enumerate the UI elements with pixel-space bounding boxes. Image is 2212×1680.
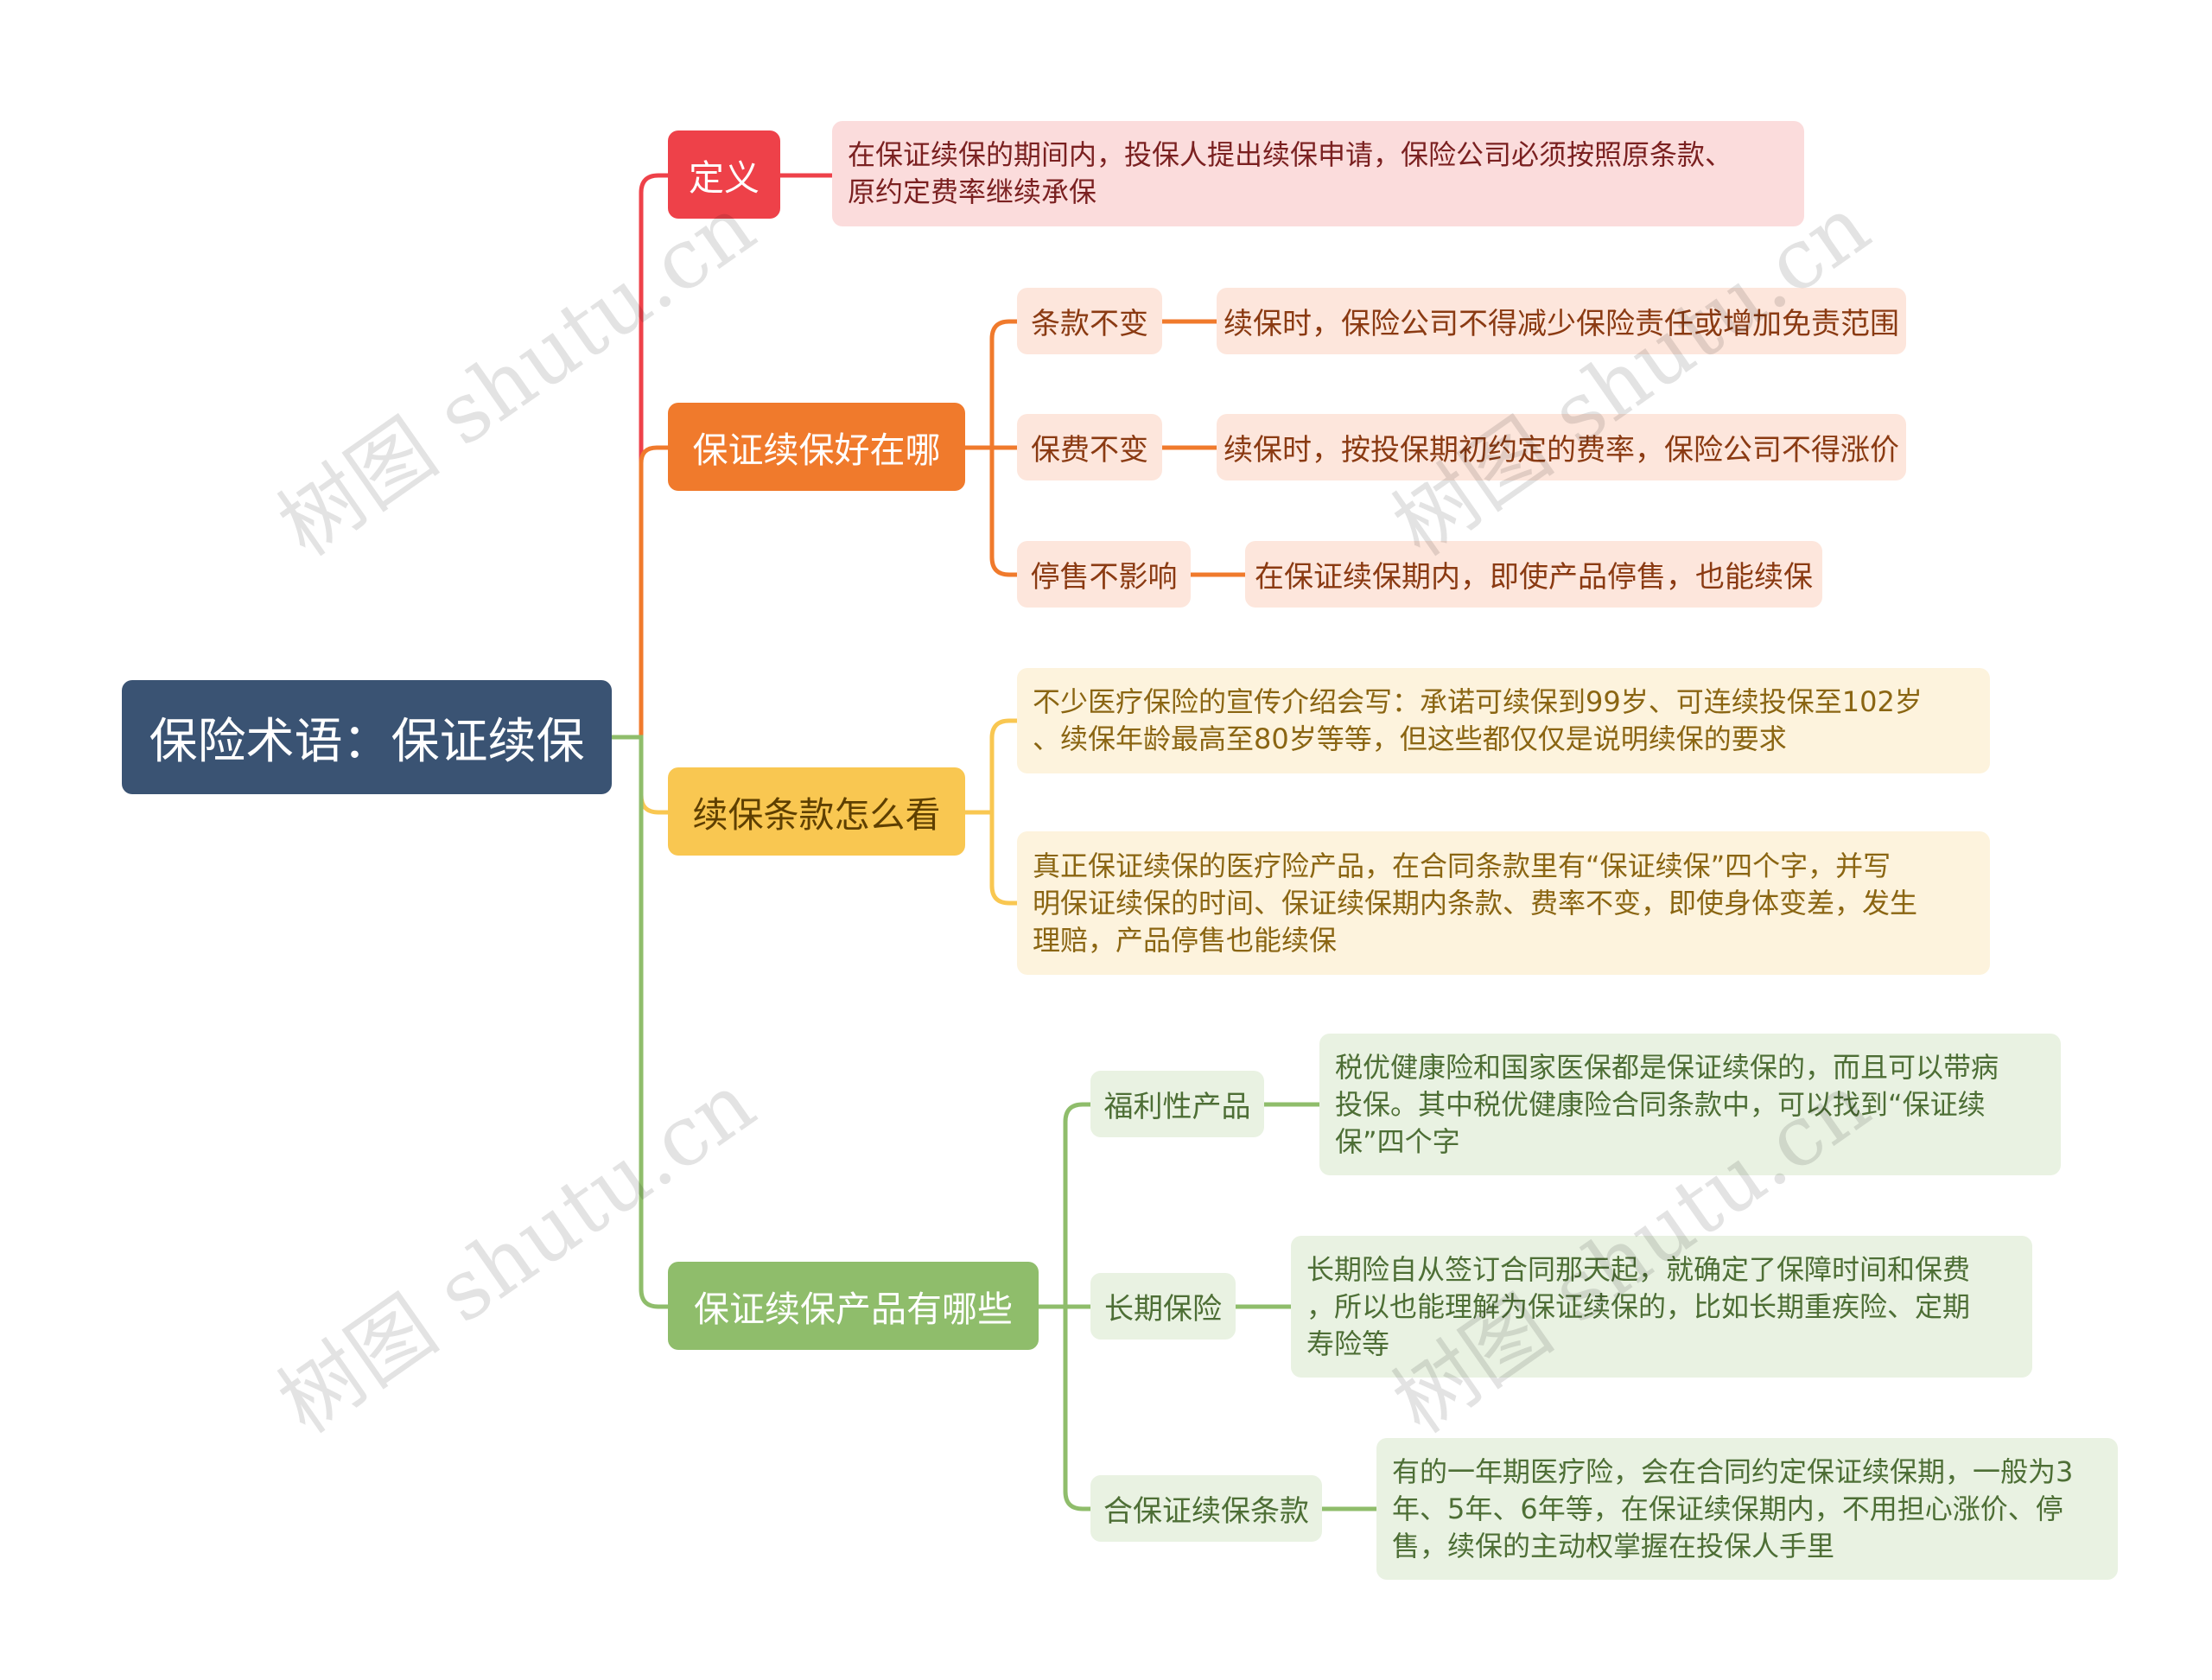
link-howto-1: [989, 718, 1020, 815]
benefit-item-discontinued-detail[interactable]: 在保证续保期内，即使产品停售，也能续保: [1245, 541, 1822, 608]
branch-how-to-read[interactable]: 续保条款怎么看: [668, 767, 965, 856]
how-to-read-item-1[interactable]: 不少医疗保险的宣传介绍会写：承诺可续保到99岁、可连续投保至102岁 、续保年龄…: [1017, 668, 1990, 773]
link-benefits-3: [989, 445, 1020, 577]
how-to-read-item-2[interactable]: 真正保证续保的医疗险产品，在合同条款里有“保证续保”四个字，并写 明保证续保的时…: [1017, 831, 1990, 975]
branch-products[interactable]: 保证续保产品有哪些: [668, 1262, 1039, 1350]
link-benefits-1: [989, 319, 1020, 450]
link-howto-2: [989, 810, 1020, 906]
product-item-welfare-detail[interactable]: 税优健康险和国家医保都是保证续保的，而且可以带病 投保。其中税优健康险合同条款中…: [1319, 1034, 2061, 1175]
link-root-definition: [609, 173, 671, 740]
benefit-item-premium[interactable]: 保费不变: [1017, 414, 1162, 480]
branch-benefits[interactable]: 保证续保好在哪: [668, 403, 965, 491]
link-root-howto: [639, 735, 671, 815]
benefit-item-terms-detail[interactable]: 续保时，保险公司不得减少保险责任或增加免责范围: [1217, 288, 1906, 354]
link-root-benefits: [639, 445, 671, 740]
root-topic[interactable]: 保险术语：保证续保: [122, 680, 612, 794]
product-item-longterm-detail[interactable]: 长期险自从签订合同那天起，就确定了保障时间和保费 ，所以也能理解为保证续保的，比…: [1291, 1236, 2032, 1378]
definition-detail[interactable]: 在保证续保的期间内，投保人提出续保申请，保险公司必须按照原条款、 原约定费率继续…: [832, 121, 1804, 226]
link-root-products: [609, 735, 671, 1309]
benefit-item-premium-detail[interactable]: 续保时，按投保期初约定的费率，保险公司不得涨价: [1217, 414, 1906, 480]
link-products-3: [1063, 1304, 1093, 1511]
product-item-longterm[interactable]: 长期保险: [1090, 1273, 1236, 1340]
benefit-item-discontinued[interactable]: 停售不影响: [1017, 541, 1191, 608]
product-item-guaranteed-clause[interactable]: 合保证续保条款: [1090, 1475, 1322, 1542]
benefit-item-terms[interactable]: 条款不变: [1017, 288, 1162, 354]
branch-definition[interactable]: 定义: [668, 130, 780, 219]
link-products-1: [1063, 1102, 1093, 1309]
product-item-welfare[interactable]: 福利性产品: [1090, 1071, 1264, 1137]
product-item-guaranteed-clause-detail[interactable]: 有的一年期医疗险，会在合同约定保证续保期，一般为3 年、5年、6年等，在保证续保…: [1376, 1438, 2118, 1580]
